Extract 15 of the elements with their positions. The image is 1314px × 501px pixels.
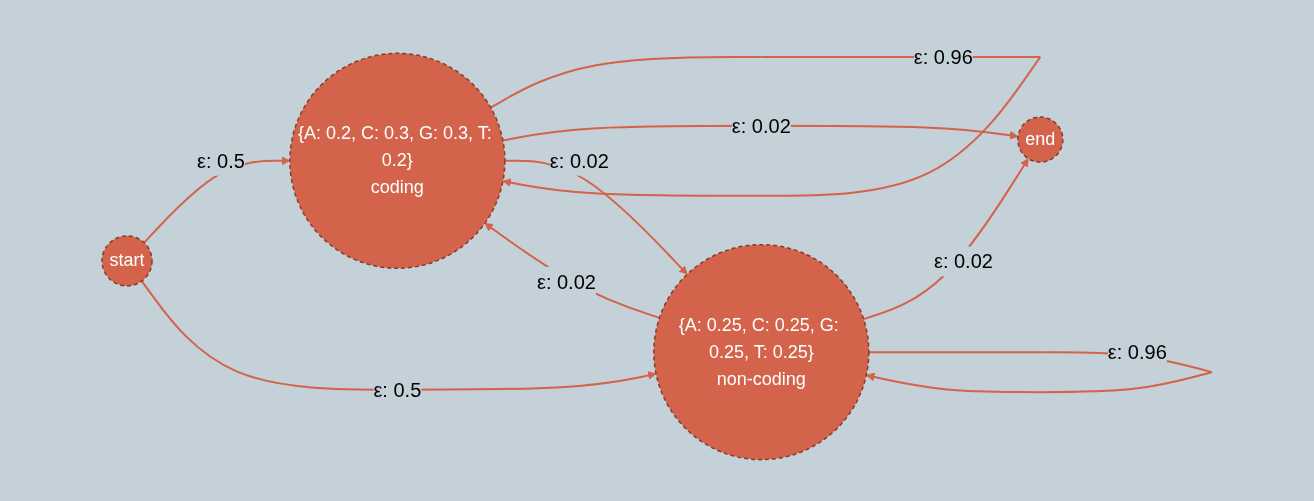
edge-label: ε: 0.02: [933, 250, 993, 273]
edge-label: ε: 0.02: [549, 149, 609, 172]
edge-label: ε: 0.5: [197, 149, 245, 172]
edge-label: ε: 0.02: [536, 270, 596, 293]
edge-label: ε: 0.02: [731, 114, 791, 137]
arrow: [484, 222, 661, 319]
edge-label: ε: 0.96: [913, 45, 973, 68]
node-circle: {A: 0.25, C: 0.25, G: 0.25, T: 0.25} non-coding: [653, 243, 870, 461]
node-circle: start: [101, 234, 153, 287]
edge-label: ε: 0.5: [373, 378, 422, 401]
edge-label: ε: 0.96: [1107, 340, 1167, 363]
node-circle: {A: 0.2, C: 0.3, G: 0.3, T: 0.2} coding: [289, 52, 506, 269]
arrow: [862, 157, 1029, 320]
arrow: [140, 279, 657, 391]
node-circle: end: [1017, 116, 1064, 163]
